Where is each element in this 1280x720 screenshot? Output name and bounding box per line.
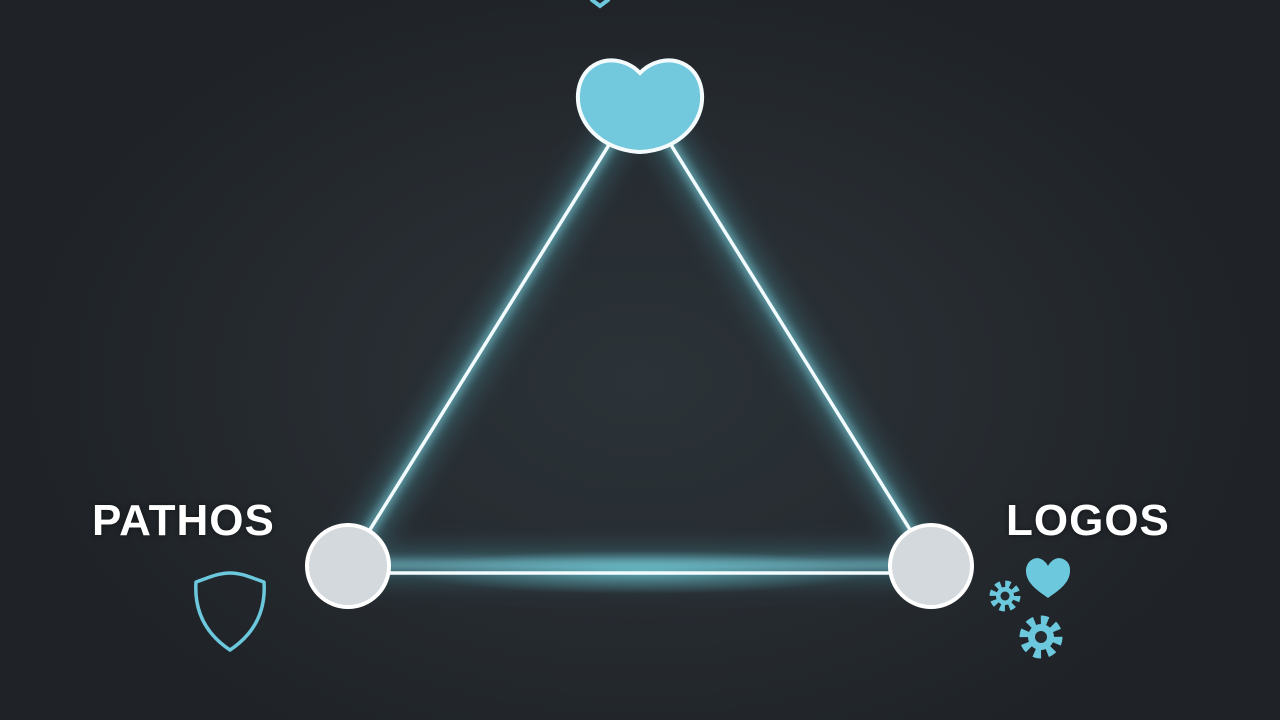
right-node [888, 523, 974, 609]
edge-top-right [638, 94, 934, 566]
edge-top-left [346, 94, 642, 566]
top-heart-node [575, 58, 705, 155]
partial-top-icon [590, 0, 610, 9]
small-gear-icon [989, 580, 1021, 612]
shield-icon [194, 571, 266, 652]
large-gear-icon [1019, 615, 1063, 659]
small-heart-icon [1026, 558, 1071, 598]
pathos-label: PATHOS [92, 496, 275, 545]
left-node [305, 523, 391, 609]
edge-glow [328, 74, 952, 594]
logos-label: LOGOS [1006, 496, 1170, 545]
